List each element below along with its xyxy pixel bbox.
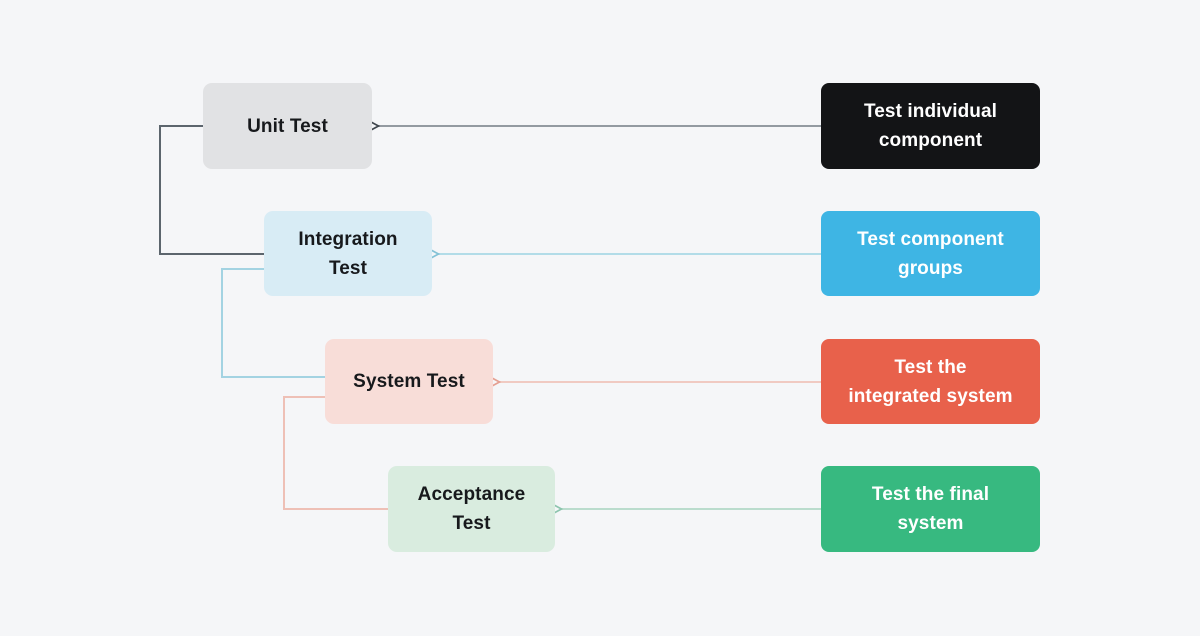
stage-label-system-test: System Test bbox=[353, 371, 465, 392]
description-node-test-the-final-system: Test the final system bbox=[821, 466, 1040, 552]
stage-node-system-test: System Test bbox=[325, 339, 493, 424]
stage-node-acceptance-test: Acceptance Test bbox=[388, 466, 555, 552]
description-label-test-the-integrated-system: Test the integrated system bbox=[848, 356, 1013, 407]
stage-node-integration-test: Integration Test bbox=[264, 211, 432, 296]
stage-node-unit-test: Unit Test bbox=[203, 83, 372, 169]
description-label-test-individual-component: Test individual component bbox=[863, 101, 998, 151]
description-label-test-the-final-system: Test the final system bbox=[871, 484, 990, 534]
description-node-test-component-groups: Test component groups bbox=[821, 211, 1040, 296]
stage-label-integration-test: Integration Test bbox=[298, 228, 398, 279]
stage-label-unit-test: Unit Test bbox=[247, 115, 328, 137]
description-label-test-component-groups: Test component groups bbox=[857, 228, 1004, 279]
description-node-test-individual-component: Test individual component bbox=[821, 83, 1040, 169]
description-node-test-the-integrated-system: Test the integrated system bbox=[821, 339, 1040, 424]
stage-label-acceptance-test: Acceptance Test bbox=[417, 484, 526, 534]
